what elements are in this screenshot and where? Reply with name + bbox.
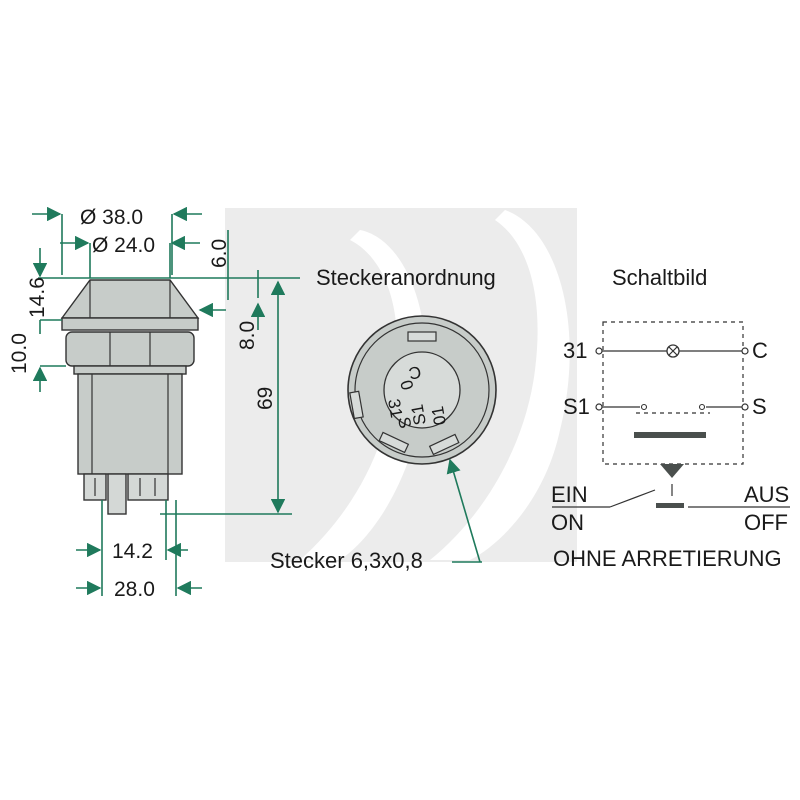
pin-label-s1: S1 xyxy=(408,403,430,427)
pin-spacing-label: 14.2 xyxy=(112,540,153,563)
outer-diameter-label: Ø 38.0 xyxy=(80,206,143,229)
pin-label-c: C xyxy=(407,362,422,383)
pin-label-s: S xyxy=(394,415,415,429)
circuit-title: Schaltbild xyxy=(612,265,707,290)
pin-label-01: 01 xyxy=(428,405,450,427)
state-off-en-label: OFF xyxy=(744,510,788,535)
state-on-en-label: ON xyxy=(551,510,584,535)
inner-diameter-label: Ø 24.0 xyxy=(92,234,155,257)
terminal-31: 31 xyxy=(563,338,587,363)
terminal-s1: S1 xyxy=(563,394,590,419)
total-height-label: 69 xyxy=(254,387,277,410)
nut-height-label: 10.0 xyxy=(8,333,31,374)
head-height-label: 14.6 xyxy=(26,277,49,318)
base-width-label: 28.0 xyxy=(114,578,155,601)
terminal-s: S xyxy=(752,394,767,419)
connector-title: Steckeranordnung xyxy=(316,265,496,290)
connector-callout: Stecker 6,3x0,8 xyxy=(270,548,423,573)
state-on-label: EIN xyxy=(551,482,588,507)
state-off-label: AUS xyxy=(744,482,789,507)
thread-offset-label: 8.0 xyxy=(236,321,259,350)
dimension-lines xyxy=(32,206,300,596)
pin-label-31: 31 xyxy=(384,397,406,419)
terminal-c: C xyxy=(752,338,768,363)
circuit-schematic xyxy=(552,321,790,508)
switch-side-view xyxy=(60,279,200,515)
connector-face xyxy=(347,315,497,465)
callout-leader xyxy=(446,458,482,563)
top-gap-label: 6.0 xyxy=(208,239,231,268)
mode-note: OHNE ARRETIERUNG xyxy=(553,546,782,571)
